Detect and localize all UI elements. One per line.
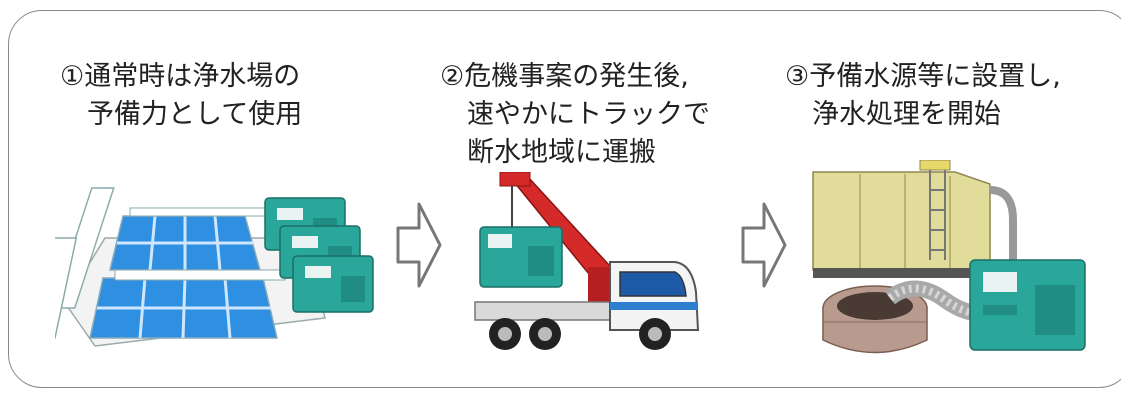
step-1-text: ①通常時は浄水場の 予備力として使用 — [60, 58, 302, 134]
water-source-setup-icon — [812, 160, 1086, 354]
step-1-line-1: ①通常時は浄水場の — [60, 61, 301, 92]
diagram-frame — [8, 10, 1121, 388]
step-2-line-2: 速やかにトラックで — [440, 99, 710, 130]
step-2-text: ②危機事案の発生後, 速やかにトラックで 断水地域に運搬 — [440, 58, 710, 172]
step-2-line-1: ②危機事案の発生後, — [440, 61, 689, 92]
arrow-right-icon — [396, 202, 442, 288]
water-treatment-plant-icon — [55, 187, 374, 347]
step-2-line-3: 断水地域に運搬 — [440, 137, 656, 168]
generator-unit-icon — [969, 259, 1086, 351]
step-1-line-2: 予備力として使用 — [60, 99, 303, 130]
step-3-text: ③予備水源等に設置し, 浄水処理を開始 — [785, 58, 1061, 134]
step-3-line-2: 浄水処理を開始 — [785, 99, 1001, 130]
water-tank-icon — [812, 160, 1017, 278]
truck-mounted-crane-icon — [474, 172, 700, 350]
step-3-line-1: ③予備水源等に設置し, — [785, 61, 1061, 92]
arrow-right-icon — [741, 202, 787, 288]
